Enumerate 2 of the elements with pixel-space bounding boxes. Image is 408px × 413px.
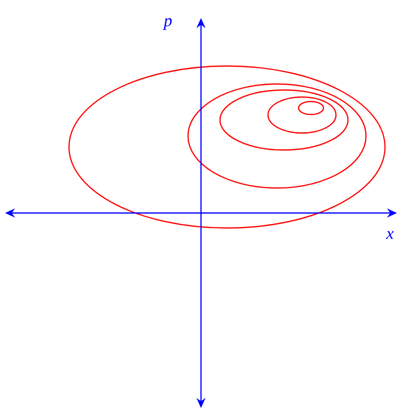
axis-label: p	[162, 18, 172, 30]
axis-label: x	[386, 231, 394, 239]
